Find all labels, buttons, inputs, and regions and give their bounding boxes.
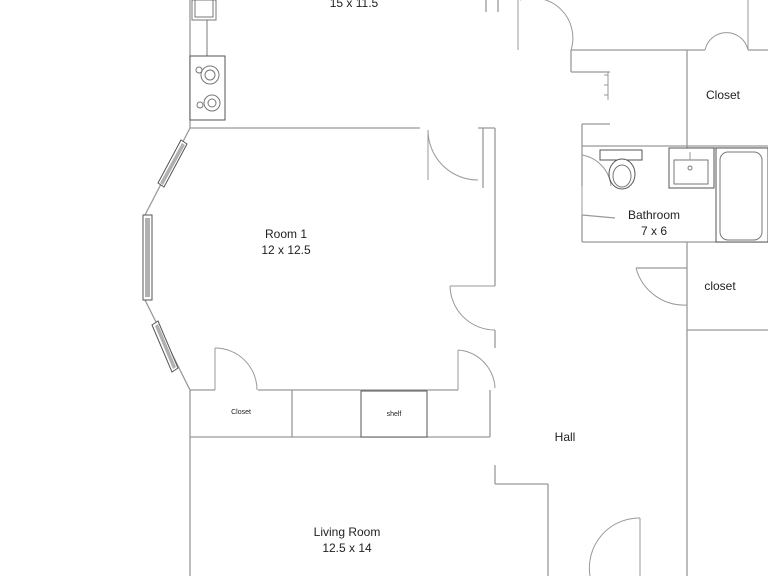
stairs-icon <box>604 72 609 100</box>
living-room-name: Living Room <box>314 525 381 539</box>
closet-small-label: Closet <box>231 409 251 416</box>
closet-top-label: Closet <box>706 88 741 102</box>
window-icon <box>142 214 153 301</box>
room1-dims: 12 x 12.5 <box>261 243 311 257</box>
window-icon <box>151 320 179 373</box>
room1-name: Room 1 <box>265 227 307 241</box>
hall-label: Hall <box>555 430 576 444</box>
labels: 15 x 11.5 Closet Room 1 12 x 12.5 Bathro… <box>231 0 741 555</box>
shelf-label: shelf <box>387 411 402 418</box>
bathtub-icon <box>715 147 768 243</box>
toilet-icon <box>599 149 643 190</box>
walls <box>144 0 768 576</box>
stove-icon <box>189 55 226 121</box>
top-room-dims: 15 x 11.5 <box>330 0 379 10</box>
closet-right-label: closet <box>704 279 736 293</box>
bathroom-name: Bathroom <box>628 208 680 222</box>
shelf-box <box>360 390 428 438</box>
sink-icon <box>668 147 715 189</box>
fixtures <box>142 0 768 438</box>
living-room-dims: 12.5 x 14 <box>322 541 372 555</box>
bathroom-dims: 7 x 6 <box>641 224 667 238</box>
window-icon <box>157 139 188 188</box>
doors <box>214 0 749 576</box>
